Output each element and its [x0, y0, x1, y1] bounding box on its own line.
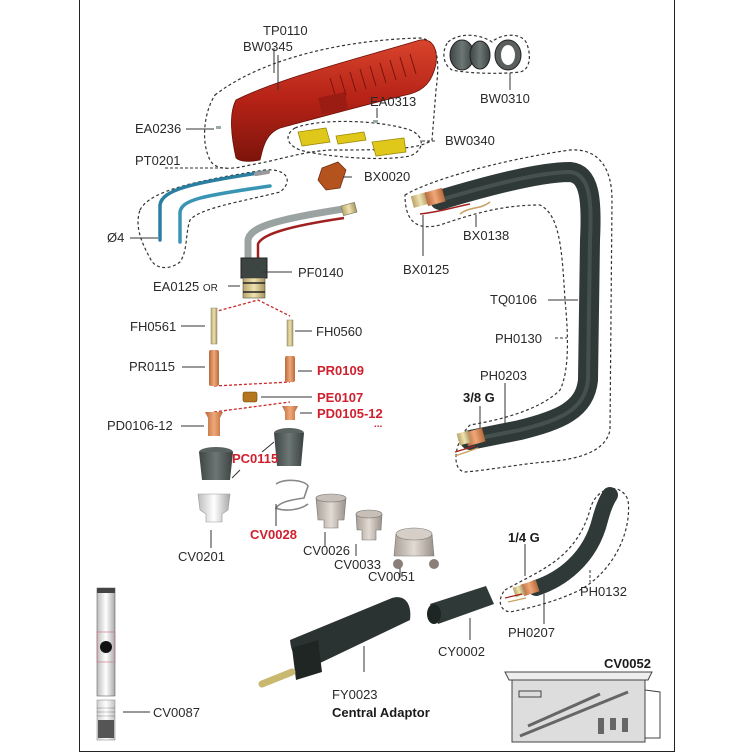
label-central-adaptor: Central Adaptor [332, 705, 430, 720]
label-cv0028: CV0028 [250, 527, 297, 542]
label-bx0138: BX0138 [463, 228, 510, 243]
neck-part [240, 201, 358, 299]
screw-part [216, 126, 221, 129]
nozzle-pc0115 [199, 428, 304, 480]
label-bw0340: BW0340 [445, 133, 495, 148]
spacer-cv0026 [315, 493, 347, 529]
label-pf0140: PF0140 [298, 265, 344, 280]
diffuser-pe0107 [242, 391, 258, 403]
central-adaptor-part [258, 597, 411, 688]
label-ea0236: EA0236 [135, 121, 182, 136]
cable-group-outline [404, 149, 613, 473]
label-ph0130: PH0130 [495, 331, 542, 346]
label-pe0107: PE0107 [317, 390, 364, 405]
label-bx0125: BX0125 [403, 262, 450, 277]
label-ph0207: PH0207 [508, 625, 555, 640]
label-thread-1-4g: 1/4 G [508, 530, 540, 545]
handle-part [231, 39, 437, 162]
label-thread-3-8g: 3/8 G [463, 390, 495, 405]
shroud-cv0201 [197, 493, 231, 523]
holder-fh0561 [210, 307, 218, 345]
label-pt0201: PT0201 [135, 153, 181, 168]
spring-cv0028 [274, 479, 309, 511]
label-pr0115: PR0115 [129, 359, 176, 374]
electrode-pr0109 [285, 356, 295, 382]
label-ea0125-code: EA0125 [153, 279, 200, 294]
leader-lines [123, 48, 591, 713]
label-fy0023: FY0023 [332, 687, 378, 702]
label-ea0313: EA0313 [370, 94, 417, 109]
label-bw0345: BW0345 [243, 39, 293, 54]
label-cy0002: CY0002 [438, 644, 485, 659]
label-cv0026: CV0026 [303, 543, 350, 558]
label-bw0310: BW0310 [480, 91, 530, 106]
electrode-pr0115 [209, 350, 219, 386]
label-fh0561: FH0561 [130, 319, 177, 334]
terminal-block-part [317, 161, 347, 191]
label-pd0106-12: PD0106-12 [107, 418, 173, 433]
label-ph0132: PH0132 [580, 584, 627, 599]
label-ea0125-or: OR [202, 283, 218, 294]
spacer-cv0033 [355, 509, 383, 541]
label-pd0105-12: PD0105-12 [317, 406, 383, 421]
tool-cv0087 [96, 587, 116, 741]
label-diameter-4: Ø4 [107, 230, 125, 245]
label-cv0201: CV0201 [178, 549, 225, 564]
spacer-cv0051 [393, 527, 439, 569]
insulator-part [297, 127, 407, 157]
label-cv0087: CV0087 [153, 705, 200, 720]
holder-fh0560 [286, 319, 294, 347]
rings-part [449, 39, 522, 71]
label-pd0105-more: ... [374, 419, 383, 430]
short-cable-group-outline [499, 488, 630, 613]
label-ph0203: PH0203 [480, 368, 527, 383]
assembly-lines [213, 299, 291, 413]
label-cv0033: CV0033 [334, 557, 381, 572]
rings-group-outline [443, 34, 530, 74]
main-cable-part [410, 161, 601, 457]
label-pc0115: PC0115 [232, 451, 279, 466]
label-cv0052: CV0052 [604, 656, 651, 671]
insulator-group-outline [287, 120, 422, 160]
screw-part-2 [373, 120, 378, 123]
label-tp0110: TP0110 [263, 23, 308, 38]
liner-group-outline [137, 169, 288, 269]
label-cv0051: CV0051 [368, 569, 415, 584]
sleeve-cy0002 [427, 586, 494, 624]
label-fh0560: FH0560 [316, 324, 363, 339]
short-cable-part [504, 487, 618, 603]
label-bx0020: BX0020 [364, 169, 411, 184]
liner-part [158, 170, 272, 244]
tip-pd0105 [282, 406, 298, 420]
tip-pd0106 [205, 412, 223, 436]
label-ea0125: EA0125 OR [153, 280, 218, 296]
label-tq0106: TQ0106 [490, 292, 537, 307]
kit-case-cv0052 [504, 671, 661, 743]
label-pr0109: PR0109 [317, 363, 364, 378]
